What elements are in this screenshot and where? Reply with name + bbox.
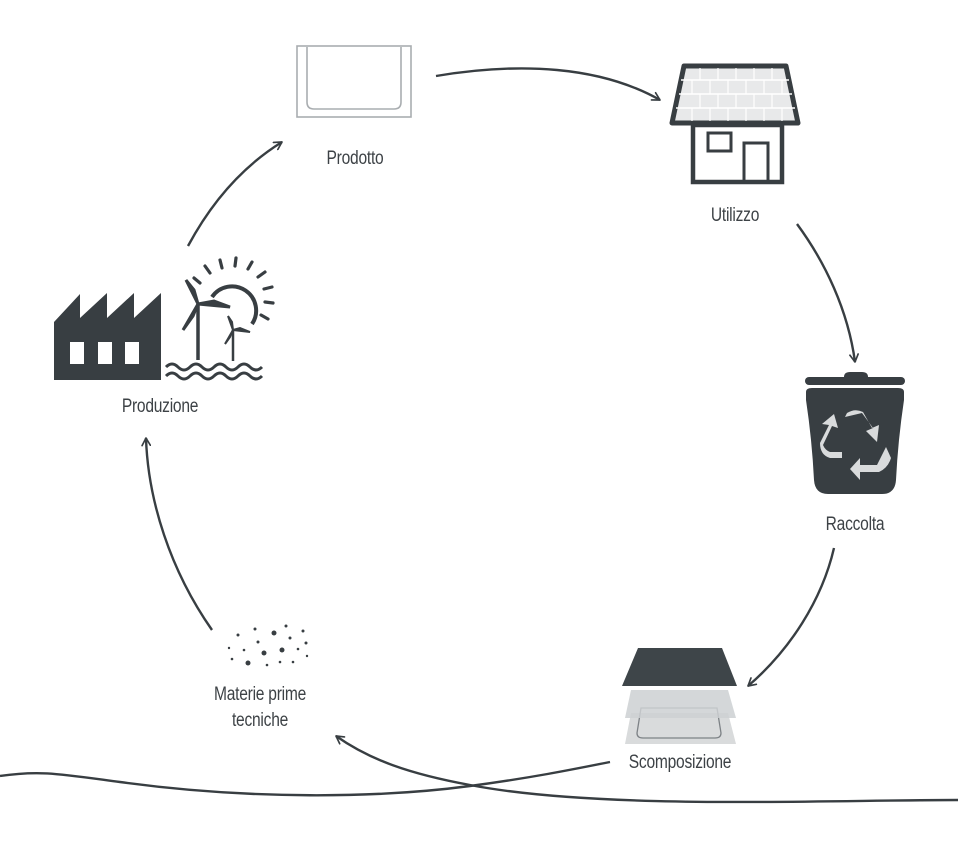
- sink-tray-icon: [296, 45, 412, 118]
- recycle-bin-icon: [805, 372, 905, 494]
- node-label-produzione: Produzione: [121, 396, 199, 417]
- house-icon: [669, 63, 801, 185]
- node-label-materie-line1: Materie prime: [213, 684, 307, 705]
- node-label-prodotto: Prodotto: [326, 148, 384, 169]
- node-label-utilizzo: Utilizzo: [710, 205, 760, 226]
- particles-icon: [227, 624, 309, 667]
- node-label-materie-line2: tecniche: [231, 710, 289, 731]
- factory-renewable-icon: [54, 256, 275, 381]
- arrow-prodotto-to-utilizzo: [435, 67, 661, 102]
- node-label-raccolta: Raccolta: [825, 514, 885, 535]
- arrow-produzione-to-prodotto: [186, 140, 283, 247]
- arrow-raccolta-to-scomposizione: [747, 547, 836, 687]
- arrow-utilizzo-to-raccolta: [796, 223, 859, 363]
- ground-line: [0, 760, 611, 797]
- arrow-materie-to-produzione: [141, 437, 213, 631]
- arrow-scomposizione-to-materie: [335, 735, 958, 804]
- layers-icon: [622, 648, 737, 744]
- node-label-scomposizione: Scomposizione: [628, 752, 732, 773]
